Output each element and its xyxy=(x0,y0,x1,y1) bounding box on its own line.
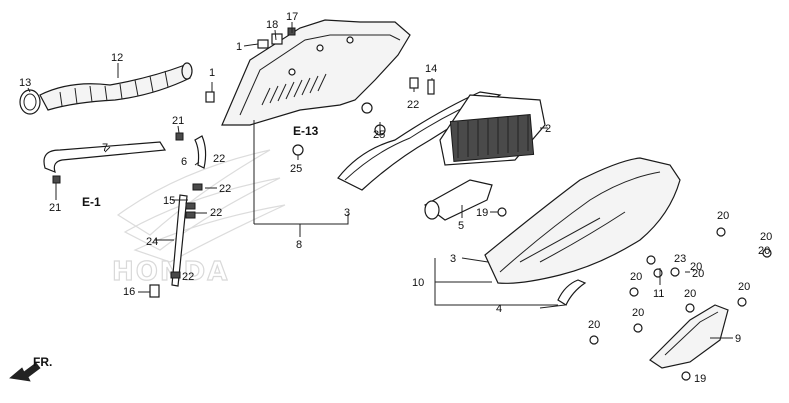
air-cleaner-element xyxy=(439,94,546,166)
bolt-1-side xyxy=(205,91,215,103)
screw-20-e xyxy=(685,303,695,313)
label-part-20-a: 20 xyxy=(717,210,729,222)
label-part-20-b: 20 xyxy=(760,231,772,243)
drain-tube xyxy=(194,135,207,169)
nut-22-right xyxy=(409,77,419,89)
drain-plug xyxy=(149,284,160,298)
part-numbers: 1 1 2 3 3 4 5 6 7 8 9 10 11 12 13 14 15 … xyxy=(19,11,772,385)
label-part-20-e: 20 xyxy=(684,288,696,300)
label-part-7: 7 xyxy=(102,142,108,154)
label-part-1-side: 1 xyxy=(209,67,215,79)
clip-21-b xyxy=(52,175,61,184)
screw-20-c xyxy=(670,267,680,277)
hose-clamp xyxy=(19,89,41,115)
ref-e13: E-13 xyxy=(293,124,319,138)
clip-22-b xyxy=(185,202,196,210)
label-part-20-g: 20 xyxy=(632,307,644,319)
label-part-10: 10 xyxy=(412,277,424,289)
front-direction-indicator: FR. xyxy=(9,355,52,382)
bolt-25-b xyxy=(292,144,304,156)
label-part-13: 13 xyxy=(19,77,31,89)
label-part-21-b: 21 xyxy=(49,202,61,214)
screw-11 xyxy=(653,268,663,278)
ref-e1: E-1 xyxy=(82,195,101,209)
drain-hose xyxy=(171,194,188,287)
label-part-20-f: 20 xyxy=(738,281,750,293)
side-cover xyxy=(649,304,729,369)
nut-23 xyxy=(646,255,656,265)
seal-lower xyxy=(557,279,587,306)
label-part-8: 8 xyxy=(296,239,302,251)
bolt-1-top xyxy=(257,39,269,49)
screw-20-g xyxy=(633,323,643,333)
screw-20-a xyxy=(716,227,726,237)
label-part-15: 15 xyxy=(163,195,175,207)
label-part-17: 17 xyxy=(286,11,298,23)
label-part-4: 4 xyxy=(496,303,502,315)
label-part-23: 23 xyxy=(674,253,686,265)
label-part-14: 14 xyxy=(425,63,437,75)
label-part-12: 12 xyxy=(111,52,123,64)
label-part-2: 2 xyxy=(545,123,551,135)
breather-tube xyxy=(43,141,167,174)
label-part-20-i: 20 xyxy=(690,261,702,273)
label-part-9: 9 xyxy=(735,333,741,345)
label-part-25-b: 25 xyxy=(290,163,302,175)
lower-air-cleaner-case xyxy=(484,157,681,284)
label-part-5: 5 xyxy=(458,220,464,232)
screw-19-mid xyxy=(497,207,507,217)
screw-20-b xyxy=(762,248,772,258)
upper-air-cleaner-case xyxy=(221,19,411,126)
honda-watermark-text: HONDA xyxy=(112,257,229,287)
front-arrow-icon xyxy=(9,362,41,382)
front-label: FR. xyxy=(33,355,52,369)
label-part-1-top: 1 xyxy=(236,41,242,53)
leader-lines xyxy=(27,22,733,339)
label-part-6: 6 xyxy=(181,156,187,168)
stud-14 xyxy=(427,79,435,95)
label-part-19-low: 19 xyxy=(694,373,706,385)
screw-22-upper xyxy=(361,102,373,114)
label-part-3-upper: 3 xyxy=(344,207,350,219)
label-part-22-d: 22 xyxy=(182,271,194,283)
clip-22-d xyxy=(170,271,181,279)
screw-19-low xyxy=(681,371,691,381)
label-part-20-j: 20 xyxy=(758,245,770,257)
connecting-tube xyxy=(423,179,493,221)
label-part-22-b: 22 xyxy=(219,183,231,195)
label-part-20-c: 20 xyxy=(692,268,704,280)
label-part-20-h: 20 xyxy=(588,319,600,331)
label-part-18: 18 xyxy=(266,19,278,31)
label-part-24: 24 xyxy=(146,236,158,248)
screw-20-h xyxy=(589,335,599,345)
clip-21-a xyxy=(175,132,184,141)
honda-wing-watermark: HONDA xyxy=(111,149,286,288)
label-part-19-mid: 19 xyxy=(476,207,488,219)
label-part-22-a: 22 xyxy=(213,153,225,165)
nut-18 xyxy=(271,33,283,45)
label-part-11: 11 xyxy=(653,288,664,300)
label-part-21-a: 21 xyxy=(172,115,184,127)
label-part-16: 16 xyxy=(123,286,135,298)
label-part-20-d: 20 xyxy=(630,271,642,283)
screw-20-d xyxy=(629,287,639,297)
clip-22-a xyxy=(192,183,203,191)
screw-20-f xyxy=(737,297,747,307)
clip-22-c xyxy=(185,211,196,219)
label-part-22-c: 22 xyxy=(210,207,222,219)
label-part-25-a: 25 xyxy=(373,129,385,141)
label-part-3-lower: 3 xyxy=(450,253,456,265)
intake-duct xyxy=(39,62,193,111)
label-part-22-e: 22 xyxy=(407,99,419,111)
